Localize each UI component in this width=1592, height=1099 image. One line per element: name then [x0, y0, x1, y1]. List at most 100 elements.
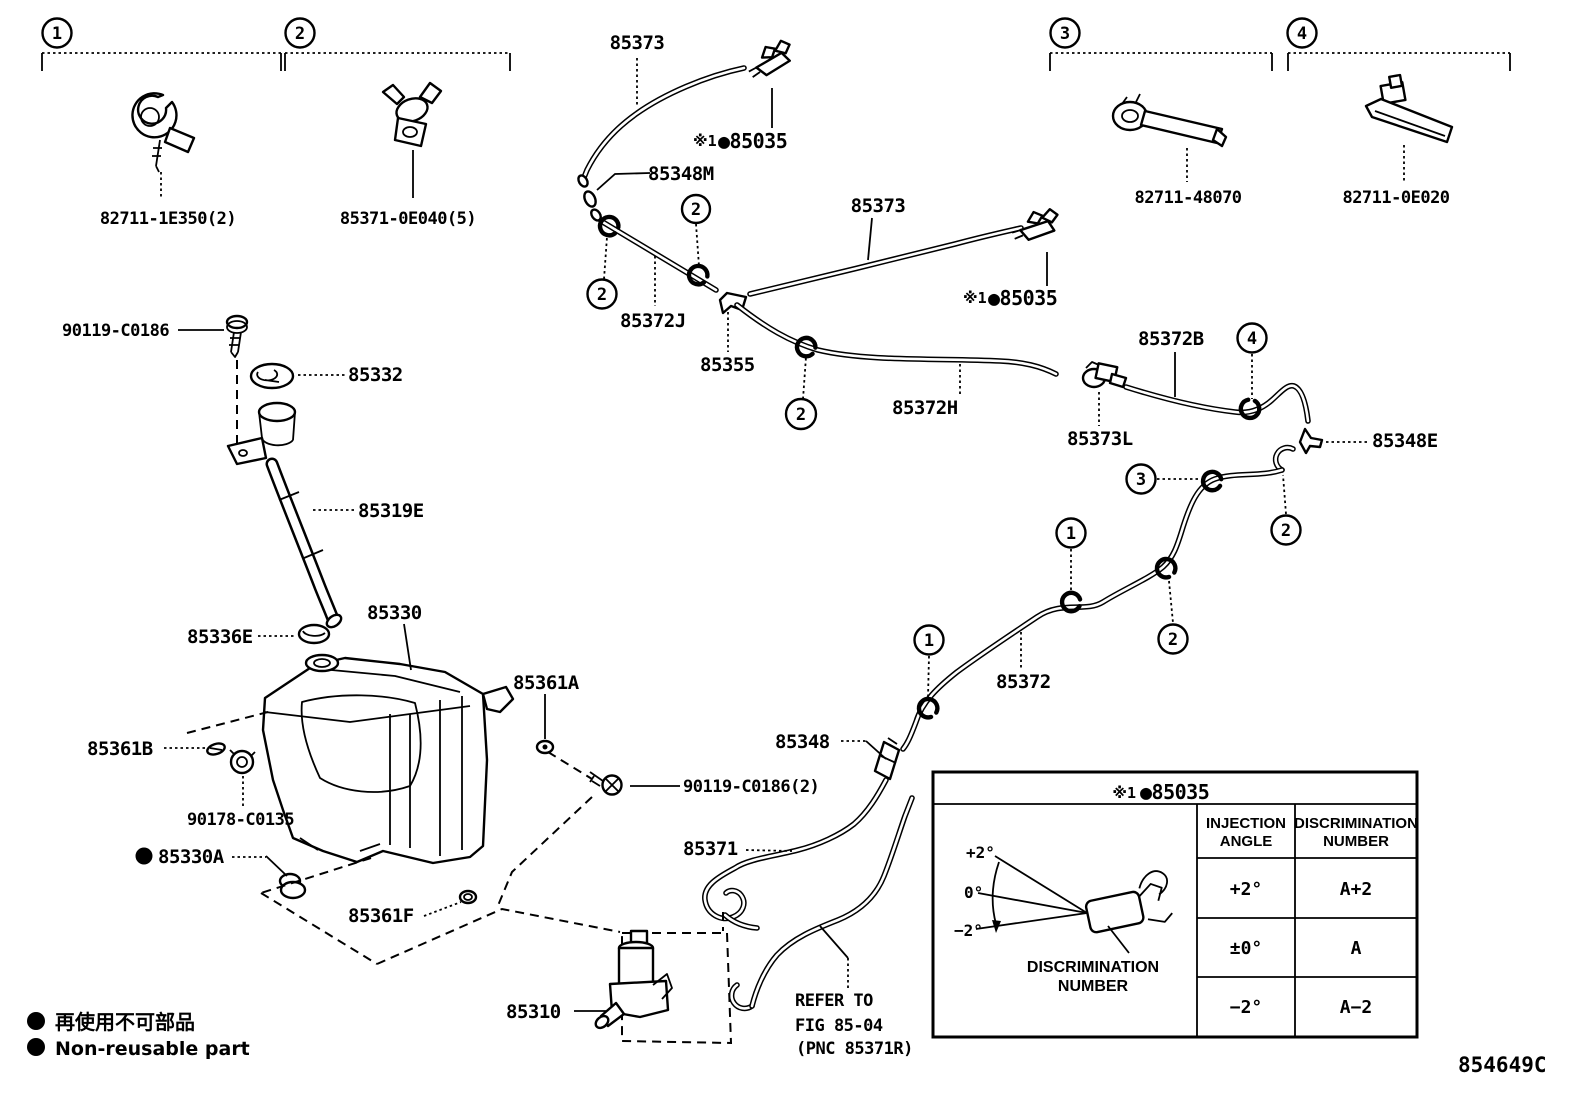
angle-label-plus2: +2° — [966, 843, 995, 862]
section-4-clip: 4 82711-0E020 — [1286, 17, 1511, 208]
label-85373-right: 85373 — [851, 195, 906, 217]
plug-85330A — [232, 855, 307, 900]
angle-label-minus2: −2° — [954, 921, 983, 940]
inset-col-angle-2: ANGLE — [1220, 833, 1273, 850]
inset-col-disc-2: NUMBER — [1323, 833, 1389, 850]
callout-4-icon — [1286, 17, 1318, 49]
label-85035-left: ●85035 — [718, 129, 787, 153]
section-1-clip: 1 82711-1E350(2) — [41, 17, 282, 229]
callout-2-icon — [784, 397, 818, 431]
callout-3: 3 — [1136, 470, 1146, 490]
label-85361B: 85361B — [87, 738, 153, 760]
inset-col-disc: DISCRIMINATION — [1294, 815, 1418, 832]
grommet-85348M — [583, 172, 651, 208]
inset-row-2-angle: −2° — [1230, 997, 1263, 1018]
callout-2: 2 — [796, 405, 806, 425]
callout-4: 4 — [1297, 24, 1307, 44]
label-85372J: 85372J — [620, 310, 686, 332]
label-82711-48070: 82711-48070 — [1134, 188, 1241, 208]
discrimination-inset: ※1 ●85035 INJECTION ANGLE DISCRIMINATION… — [931, 770, 1419, 1039]
inset-row-0-angle: +2° — [1230, 879, 1263, 900]
injection-angle-sketch: +2° 0° −2° DISCRIMINATION NUMBER — [954, 843, 1173, 995]
leader-callout — [1282, 474, 1287, 515]
callout-2-icon — [1157, 623, 1189, 655]
label-85371-0E040: 85371-0E040(5) — [340, 209, 476, 229]
callout-1-icon — [913, 624, 945, 656]
screw-90119-C0186-2 — [589, 771, 680, 796]
label-85035-right: ●85035 — [988, 286, 1057, 310]
label-85336E: 85336E — [187, 626, 253, 648]
grommet-85361F — [423, 889, 478, 917]
leader-callout — [603, 236, 608, 280]
inset-caption-2: NUMBER — [1058, 978, 1129, 995]
label-refer-2: FIG 85-04 — [795, 1016, 883, 1036]
label-85330: 85330 — [367, 602, 422, 624]
label-85361F: 85361F — [348, 905, 414, 927]
label-85373-left: 85373 — [610, 32, 665, 54]
callout-3: 3 — [1060, 24, 1070, 44]
section-2-clip: 2 85371-0E040(5) — [284, 17, 511, 229]
nozzle-sketch-icon — [1084, 870, 1173, 934]
screw-90119-C0186 — [178, 314, 249, 450]
callout-2: 2 — [1168, 630, 1178, 650]
callout-2: 2 — [597, 285, 607, 305]
label-85355: 85355 — [700, 354, 755, 376]
inset-col-angle: INJECTION — [1206, 815, 1286, 832]
inset-row-1-angle: ±0° — [1230, 938, 1263, 959]
callout-1: 1 — [1066, 524, 1076, 544]
callout-2: 2 — [691, 200, 701, 220]
legend: 再使用不可部品 Non-reusable part — [27, 1010, 250, 1060]
hose-85372J — [590, 208, 719, 293]
non-reusable-bullet-icon — [27, 1012, 45, 1030]
hose-85373-right — [747, 225, 1024, 297]
label-85348E: 85348E — [1372, 430, 1438, 452]
label-85372: 85372 — [996, 671, 1051, 693]
leader-callout — [1168, 580, 1174, 624]
callout-1: 1 — [924, 631, 934, 651]
label-85373L: 85373L — [1067, 428, 1133, 450]
hose-refer — [728, 795, 915, 1012]
label-90119-C0186-2: 90119-C0186(2) — [683, 777, 819, 797]
callout-1-icon — [1055, 517, 1087, 549]
callout-1-icon — [41, 17, 73, 49]
hose-85371 — [702, 777, 889, 931]
cap-85332 — [249, 362, 345, 390]
label-85319E: 85319E — [358, 500, 424, 522]
non-reusable-bullet-icon — [135, 847, 153, 865]
angle-label-zero: 0° — [964, 883, 983, 902]
label-85330A: 85330A — [158, 846, 225, 868]
label-90119-C0186: 90119-C0186 — [62, 321, 169, 341]
callout-3-icon — [1049, 17, 1081, 49]
label-82711-1E350: 82711-1E350(2) — [100, 209, 236, 229]
joint-85373L — [1081, 361, 1128, 426]
inset-title-part: ●85035 — [1140, 780, 1209, 804]
inset-row-0-number: A+2 — [1340, 879, 1373, 900]
callout-1: 1 — [52, 24, 62, 44]
hose-85373-left — [577, 65, 747, 188]
legend-jp: 再使用不可部品 — [55, 1010, 195, 1034]
label-85361A: 85361A — [513, 672, 580, 694]
inset-title-note: ※1 — [1112, 784, 1136, 802]
tank-85330 — [261, 653, 515, 865]
label-refer-1: REFER TO — [795, 991, 873, 1011]
callout-2-icon — [1270, 514, 1302, 546]
callout-4-icon — [1236, 322, 1268, 354]
drawing-code: 854649C — [1458, 1053, 1547, 1077]
label-85372H: 85372H — [892, 397, 958, 419]
grommet-90178-C0135 — [229, 749, 256, 806]
leader-85373-right — [867, 217, 873, 261]
non-reusable-bullet-icon — [27, 1038, 45, 1056]
label-85348M: 85348M — [648, 163, 714, 185]
callout-2-icon — [680, 193, 712, 225]
label-90178-C0135: 90178-C0135 — [187, 810, 294, 830]
leader-callout — [802, 356, 807, 400]
hose-85372 — [900, 444, 1296, 752]
label-82711-0E020: 82711-0E020 — [1342, 188, 1449, 208]
label-85348: 85348 — [775, 731, 830, 753]
callout-2: 2 — [1281, 521, 1291, 541]
pump-85310 — [574, 929, 673, 1030]
leader-85330 — [403, 623, 412, 671]
callout-2-icon — [284, 17, 316, 49]
